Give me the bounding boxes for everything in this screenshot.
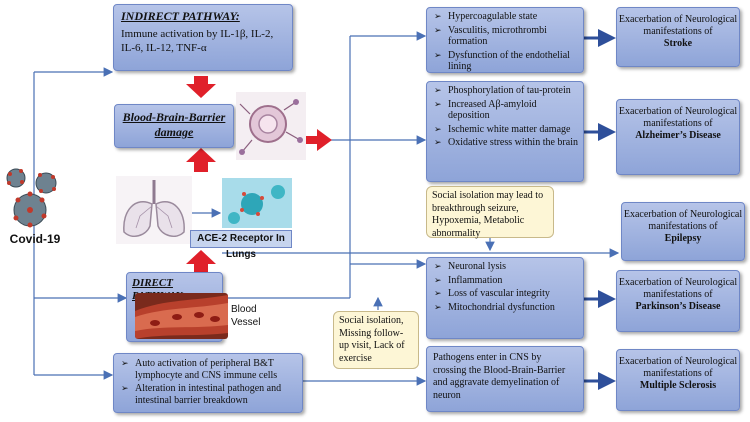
- spine-connector: [222, 31, 427, 299]
- outcome-prefix: Exacerbation of Neurological manifestati…: [618, 14, 738, 37]
- blood-vessel-label: Blood Vessel: [231, 304, 261, 328]
- stroke-mechanism-box: Hypercoagulable state Vasculitis, microt…: [426, 7, 584, 73]
- outcome-arrows: [584, 29, 616, 390]
- outcome-prefix: Exacerbation of Neurological manifestati…: [618, 356, 738, 379]
- ace2-receptor-label: ACE-2 Receptor In Lungs: [190, 230, 292, 260]
- red-arrow-right: [303, 129, 332, 151]
- red-arrow-up-ace2: [186, 250, 216, 272]
- alzheimer-mechanism-item: Phosphorylation of tau-protein: [432, 85, 578, 97]
- ace2-illustration: [222, 178, 292, 228]
- epilepsy-social-note: Social isolation may lead to breakthroug…: [426, 186, 554, 239]
- outcome-prefix: Exacerbation of Neurological manifestati…: [618, 106, 738, 129]
- indirect-pathway-title: INDIRECT PATHWAY:: [121, 9, 240, 23]
- covid-virus-illustration: [2, 166, 64, 230]
- social-isolation-note: Social isolation, Missing follow-up visi…: [333, 311, 419, 369]
- bbb-cell-illustration: [236, 92, 306, 160]
- parkinson-mechanism-item: Loss of vascular integrity: [432, 288, 578, 300]
- bbb-damage-title: Blood-Brain-Barrier damage: [122, 110, 226, 139]
- outcome-parkinson-label: Parkinson’s Disease: [635, 301, 721, 312]
- outcome-prefix: Exacerbation of Neurological manifestati…: [618, 277, 738, 300]
- parkinson-mechanism-item: Mitochondrial dysfunction: [432, 302, 578, 314]
- outcome-ms-box: Exacerbation of Neurological manifestati…: [616, 349, 740, 411]
- outcome-epilepsy-label: Epilepsy: [664, 233, 702, 244]
- immune-item: Alteration in intestinal pathogen and in…: [119, 383, 297, 406]
- alzheimer-mechanism-item: Increased Aβ-amyloid deposition: [432, 99, 578, 122]
- alzheimer-mechanism-item: Oxidative stress within the brain: [432, 137, 578, 149]
- red-arrow-down: [186, 76, 216, 98]
- indirect-pathway-text: Immune activation by IL-1β, IL-2, IL-6, …: [121, 28, 274, 54]
- lungs-illustration: [116, 176, 192, 244]
- alzheimer-mechanism-item: Ischemic white matter damage: [432, 124, 578, 136]
- outcome-stroke-box: Exacerbation of Neurological manifestati…: [616, 7, 740, 67]
- immune-activation-box: Auto activation of peripheral B&T lympho…: [113, 353, 303, 413]
- parkinson-mechanism-item: Neuronal lysis: [432, 261, 578, 273]
- parkinson-mechanism-box: Neuronal lysis Inflammation Loss of vasc…: [426, 257, 584, 339]
- indirect-pathway-box: INDIRECT PATHWAY: Immune activation by I…: [113, 4, 293, 71]
- outcome-epilepsy-box: Exacerbation of Neurological manifestati…: [621, 202, 745, 261]
- red-arrow-up-bbb: [186, 148, 216, 172]
- bbb-damage-box: Blood-Brain-Barrier damage: [114, 104, 234, 148]
- outcome-ms-label: Multiple Sclerosis: [639, 380, 717, 391]
- outcome-alzheimer-box: Exacerbation of Neurological manifestati…: [616, 99, 740, 175]
- outcome-stroke-label: Stroke: [663, 38, 693, 49]
- covid-label: Covid-19: [9, 232, 61, 246]
- outcome-prefix: Exacerbation of Neurological manifestati…: [623, 209, 743, 232]
- alzheimer-mechanism-box: Phosphorylation of tau-protein Increased…: [426, 81, 584, 182]
- ms-mechanism-text: Pathogens enter in CNS by crossing the B…: [433, 352, 566, 401]
- outcome-parkinson-box: Exacerbation of Neurological manifestati…: [616, 270, 740, 332]
- stroke-mechanism-item: Vasculitis, microthrombi formation: [432, 25, 578, 48]
- stroke-mechanism-item: Hypercoagulable state: [432, 11, 578, 23]
- blood-vessel-illustration: [135, 293, 228, 339]
- ms-mechanism-box: Pathogens enter in CNS by crossing the B…: [426, 346, 584, 412]
- red-arrows: [186, 76, 332, 272]
- parkinson-mechanism-item: Inflammation: [432, 275, 578, 287]
- immune-item: Auto activation of peripheral B&T lympho…: [119, 358, 297, 381]
- outcome-alzheimer-label: Alzheimer’s Disease: [635, 130, 721, 141]
- stroke-mechanism-item: Dysfunction of the endothelial lining: [432, 50, 578, 73]
